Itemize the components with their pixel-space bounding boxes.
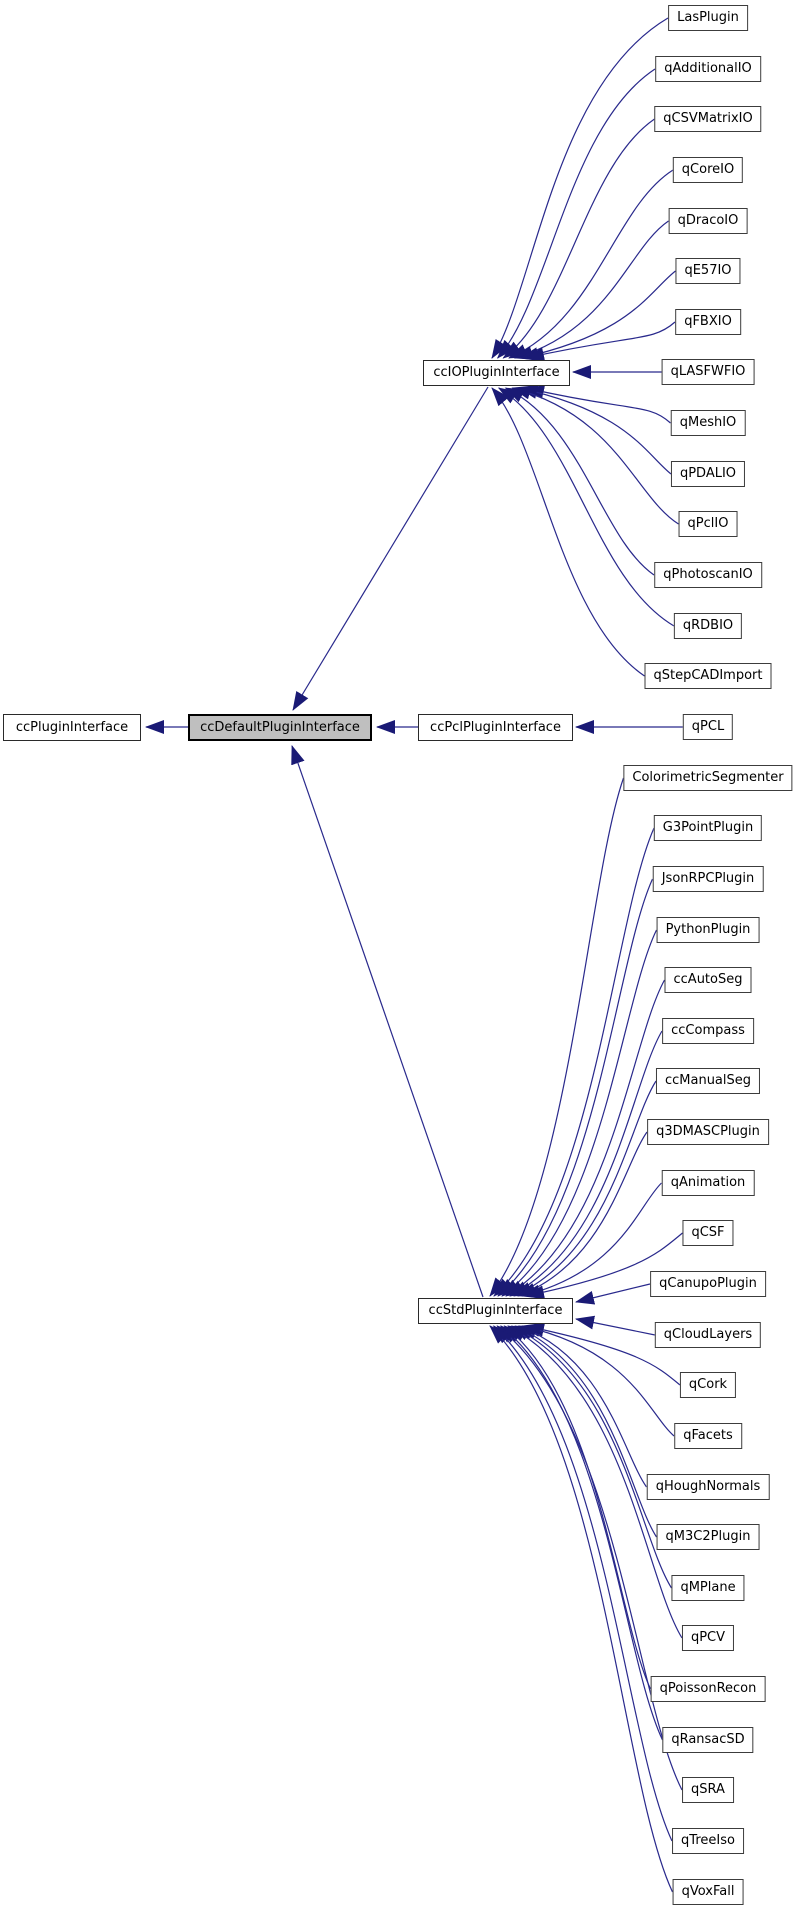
edge-ccManualSeg bbox=[513, 1080, 657, 1297]
node-qCork[interactable]: qCork bbox=[679, 1372, 737, 1398]
node-qPCV[interactable]: qPCV bbox=[681, 1625, 735, 1651]
edge-ColorimetricSegmenter bbox=[489, 777, 625, 1297]
edge-qE57IO bbox=[519, 270, 676, 362]
node-qCSVMatrixIO[interactable]: qCSVMatrixIO bbox=[654, 106, 762, 132]
node-qPCL[interactable]: qPCL bbox=[682, 714, 734, 740]
edge-qDracoIO bbox=[513, 220, 669, 360]
node-qCSF[interactable]: qCSF bbox=[682, 1220, 734, 1246]
node-qVoxFall[interactable]: qVoxFall bbox=[672, 1879, 744, 1905]
edge-qHoughNormals bbox=[517, 1325, 647, 1488]
node-qPclIO[interactable]: qPclIO bbox=[678, 511, 738, 537]
edge-qStepCADImport bbox=[491, 387, 645, 677]
edge-qAnimation bbox=[521, 1182, 662, 1299]
edge-qPCV bbox=[507, 1325, 683, 1639]
edge-qRansacSD bbox=[500, 1325, 664, 1741]
node-qPhotoscanIO[interactable]: qPhotoscanIO bbox=[654, 562, 762, 588]
edge-qMPlane bbox=[510, 1325, 673, 1589]
node-qTreeIso[interactable]: qTreeIso bbox=[672, 1828, 744, 1854]
node-ColorimetricSegmenter[interactable]: ColorimetricSegmenter bbox=[623, 765, 793, 791]
node-ccManualSeg[interactable]: ccManualSeg bbox=[655, 1068, 761, 1094]
node-qMPlane[interactable]: qMPlane bbox=[671, 1575, 745, 1601]
node-q3DMASCPlugin[interactable]: q3DMASCPlugin bbox=[647, 1119, 769, 1145]
node-LasPlugin[interactable]: LasPlugin bbox=[668, 5, 748, 31]
node-qE57IO[interactable]: qE57IO bbox=[675, 258, 741, 284]
node-qDracoIO[interactable]: qDracoIO bbox=[668, 208, 748, 234]
edge-ccAutoSeg bbox=[505, 979, 666, 1297]
edge-qPhotoscanIO bbox=[504, 387, 655, 576]
edge-ccIOPluginInterface-to-ccDefaultPluginInterface bbox=[292, 386, 489, 711]
edge-q3DMASCPlugin bbox=[517, 1131, 648, 1297]
node-qPDALIO[interactable]: qPDALIO bbox=[670, 461, 746, 487]
node-ccPluginInterface[interactable]: ccPluginInterface bbox=[3, 714, 141, 741]
node-G3PointPlugin[interactable]: G3PointPlugin bbox=[653, 815, 763, 841]
edge-ccStdPluginInterface-to-ccDefaultPluginInterface bbox=[291, 745, 484, 1298]
node-qStepCADImport[interactable]: qStepCADImport bbox=[644, 663, 772, 689]
edge-qPDALIO bbox=[518, 385, 672, 475]
edge-qMeshIO bbox=[525, 385, 671, 424]
node-qM3C2Plugin[interactable]: qM3C2Plugin bbox=[656, 1524, 760, 1550]
edge-qFBXIO bbox=[525, 321, 676, 361]
node-qCloudLayers[interactable]: qCloudLayers bbox=[654, 1322, 762, 1348]
node-JsonRPCPlugin[interactable]: JsonRPCPlugin bbox=[652, 866, 764, 892]
node-qFacets[interactable]: qFacets bbox=[674, 1423, 742, 1449]
node-qCanupoPlugin[interactable]: qCanupoPlugin bbox=[650, 1271, 766, 1297]
edge-qCloudLayers bbox=[575, 1315, 656, 1336]
node-ccPclPluginInterface[interactable]: ccPclPluginInterface bbox=[418, 714, 573, 741]
edge-qCanupoPlugin bbox=[575, 1283, 651, 1305]
node-qLASFWFIO[interactable]: qLASFWFIO bbox=[661, 359, 755, 385]
edge-JsonRPCPlugin bbox=[497, 878, 654, 1297]
edge-qVoxFall bbox=[489, 1325, 674, 1893]
edge-qAdditionalIO bbox=[496, 68, 656, 359]
node-qAdditionalIO[interactable]: qAdditionalIO bbox=[655, 56, 761, 82]
edge-qFacets bbox=[521, 1323, 675, 1437]
edge-qCoreIO bbox=[508, 169, 674, 359]
node-ccAutoSeg[interactable]: ccAutoSeg bbox=[664, 967, 752, 993]
node-qPoissonRecon[interactable]: qPoissonRecon bbox=[650, 1676, 766, 1702]
edge-qCSF bbox=[525, 1232, 683, 1300]
node-qSRA[interactable]: qSRA bbox=[682, 1777, 734, 1803]
edge-qCSVMatrixIO bbox=[502, 118, 655, 359]
edge-qRDBIO bbox=[497, 387, 675, 627]
edge-qPoissonRecon bbox=[503, 1325, 652, 1690]
edge-qPclIO bbox=[511, 385, 679, 525]
node-PythonPlugin[interactable]: PythonPlugin bbox=[656, 917, 760, 943]
edge-qCork bbox=[525, 1322, 681, 1386]
node-ccCompass[interactable]: ccCompass bbox=[662, 1018, 754, 1044]
node-qRDBIO[interactable]: qRDBIO bbox=[673, 613, 743, 639]
node-ccDefaultPluginInterface: ccDefaultPluginInterface bbox=[188, 714, 372, 741]
node-qCoreIO[interactable]: qCoreIO bbox=[672, 157, 744, 183]
edge-ccCompass bbox=[509, 1030, 663, 1297]
node-qMeshIO[interactable]: qMeshIO bbox=[670, 410, 746, 436]
edge-qTreeIso bbox=[492, 1325, 673, 1842]
node-qAnimation[interactable]: qAnimation bbox=[661, 1170, 755, 1196]
edge-LasPlugin bbox=[491, 17, 669, 359]
node-ccStdPluginInterface[interactable]: ccStdPluginInterface bbox=[418, 1298, 573, 1324]
node-qRansacSD[interactable]: qRansacSD bbox=[662, 1727, 754, 1753]
node-qHoughNormals[interactable]: qHoughNormals bbox=[646, 1474, 770, 1500]
edge-qM3C2Plugin bbox=[514, 1325, 658, 1538]
node-qFBXIO[interactable]: qFBXIO bbox=[675, 309, 741, 335]
node-ccIOPluginInterface[interactable]: ccIOPluginInterface bbox=[423, 360, 570, 386]
edge-G3PointPlugin bbox=[493, 827, 655, 1297]
edge-PythonPlugin bbox=[501, 929, 658, 1297]
